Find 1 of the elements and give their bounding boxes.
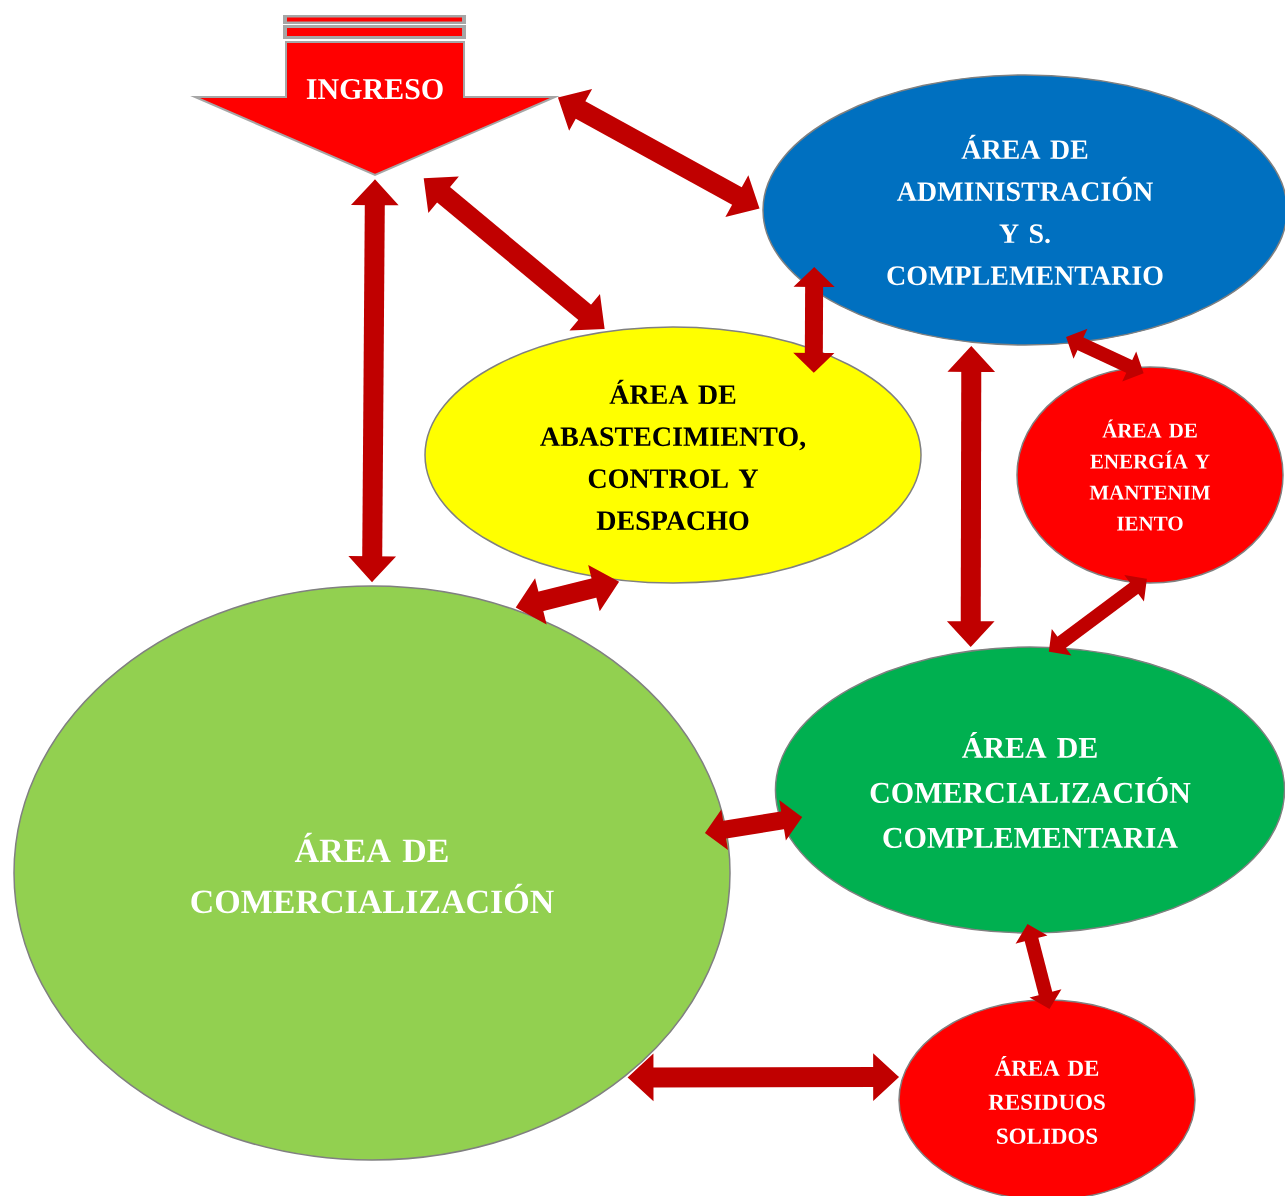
double-arrow bbox=[1015, 924, 1062, 1009]
